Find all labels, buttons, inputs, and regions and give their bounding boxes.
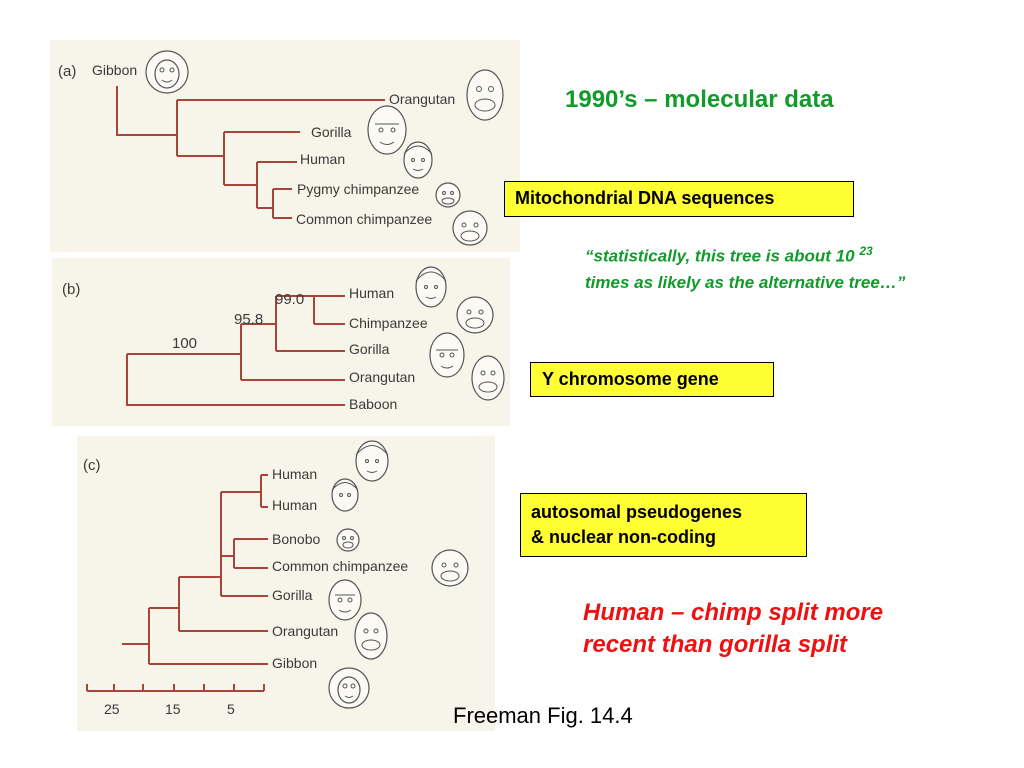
scale-label: 15 <box>165 701 181 717</box>
human-face-icon <box>403 141 433 179</box>
taxon-label: Orangutan <box>389 91 455 107</box>
gibbon-face-icon <box>328 667 370 709</box>
scale-bar <box>86 684 265 692</box>
panel-a-tree: (a) Gibbon Orangutan Gorilla Human Pygmy… <box>58 50 504 246</box>
autosomal-box-line-2: & nuclear non-coding <box>531 527 717 547</box>
conclusion-note: Human – chimp split more recent than gor… <box>583 597 883 661</box>
human-face-icon <box>331 478 359 512</box>
figure-caption: Freeman Fig. 14.4 <box>453 703 633 728</box>
scale-label: 25 <box>104 701 120 717</box>
taxon-label: Gorilla <box>311 124 352 140</box>
taxon-label: Common chimpanzee <box>272 558 408 574</box>
gorilla-face-icon <box>367 105 407 155</box>
panel-b-letter: (b) <box>62 281 80 298</box>
taxon-label: Gibbon <box>272 655 317 671</box>
panel-c-tree: (c) Human Human Bonobo Common chimpanzee… <box>83 440 469 717</box>
panel-a-background <box>50 40 520 252</box>
taxon-label: Gorilla <box>272 587 313 603</box>
gibbon-face-icon <box>145 50 189 94</box>
gorilla-face-icon <box>429 332 465 378</box>
chimpanzee-face-icon <box>435 182 461 208</box>
panel-a-branches <box>116 86 385 219</box>
taxon-label: Human <box>272 466 317 482</box>
support-value: 95.8 <box>234 311 263 328</box>
panel-a-letter: (a) <box>58 63 76 80</box>
taxon-label: Pygmy chimpanzee <box>297 181 419 197</box>
autosomal-box-line-1: autosomal pseudogenes <box>531 502 743 522</box>
chimpanzee-face-icon <box>452 210 488 246</box>
support-value: 100 <box>172 335 197 352</box>
orangutan-face-icon <box>466 69 504 121</box>
panel-b-tree: (b) 99.0 95.8 100 Human Chimpanzee Goril… <box>62 266 505 412</box>
conclusion-line-1: Human – chimp split more <box>583 599 884 626</box>
orangutan-face-icon <box>354 612 388 660</box>
taxon-label: Bonobo <box>272 531 320 547</box>
mito-dna-box: Mitochondrial DNA sequences <box>504 181 854 217</box>
conclusion-line-2: recent than gorilla split <box>583 631 848 658</box>
scale-label: 5 <box>227 701 235 717</box>
panel-b-branches <box>126 295 345 406</box>
chimpanzee-face-icon <box>456 296 494 334</box>
panel-c-letter: (c) <box>83 457 101 474</box>
taxon-label: Baboon <box>349 396 397 412</box>
chimpanzee-face-icon <box>336 528 360 552</box>
taxon-label: Orangutan <box>272 623 338 639</box>
quote-text: “statistically, this tree is about 10 23… <box>585 238 905 296</box>
human-face-icon <box>355 440 389 482</box>
taxon-label: Human <box>349 285 394 301</box>
taxon-label: Gorilla <box>349 341 390 357</box>
taxon-label: Gibbon <box>92 62 137 78</box>
taxon-label: Orangutan <box>349 369 415 385</box>
taxon-label: Human <box>300 151 345 167</box>
quote-exponent: 23 <box>859 244 873 258</box>
taxon-label: Chimpanzee <box>349 315 428 331</box>
chimpanzee-face-icon <box>431 549 469 587</box>
y-chromosome-box: Y chromosome gene <box>530 362 774 397</box>
slide-heading: 1990’s – molecular data <box>565 86 834 113</box>
panel-c-background <box>77 436 495 731</box>
support-value: 99.0 <box>275 291 304 308</box>
taxon-label: Common chimpanzee <box>296 211 432 227</box>
quote-line-2: times as likely as the alternative tree…… <box>585 272 906 292</box>
panel-c-branches <box>122 474 268 665</box>
autosomal-box: autosomal pseudogenes & nuclear non-codi… <box>520 493 807 557</box>
quote-line-1: “statistically, this tree is about 10 <box>585 246 855 266</box>
gorilla-face-icon <box>328 579 362 621</box>
human-face-icon <box>415 266 447 308</box>
taxon-label: Human <box>272 497 317 513</box>
orangutan-face-icon <box>471 355 505 401</box>
